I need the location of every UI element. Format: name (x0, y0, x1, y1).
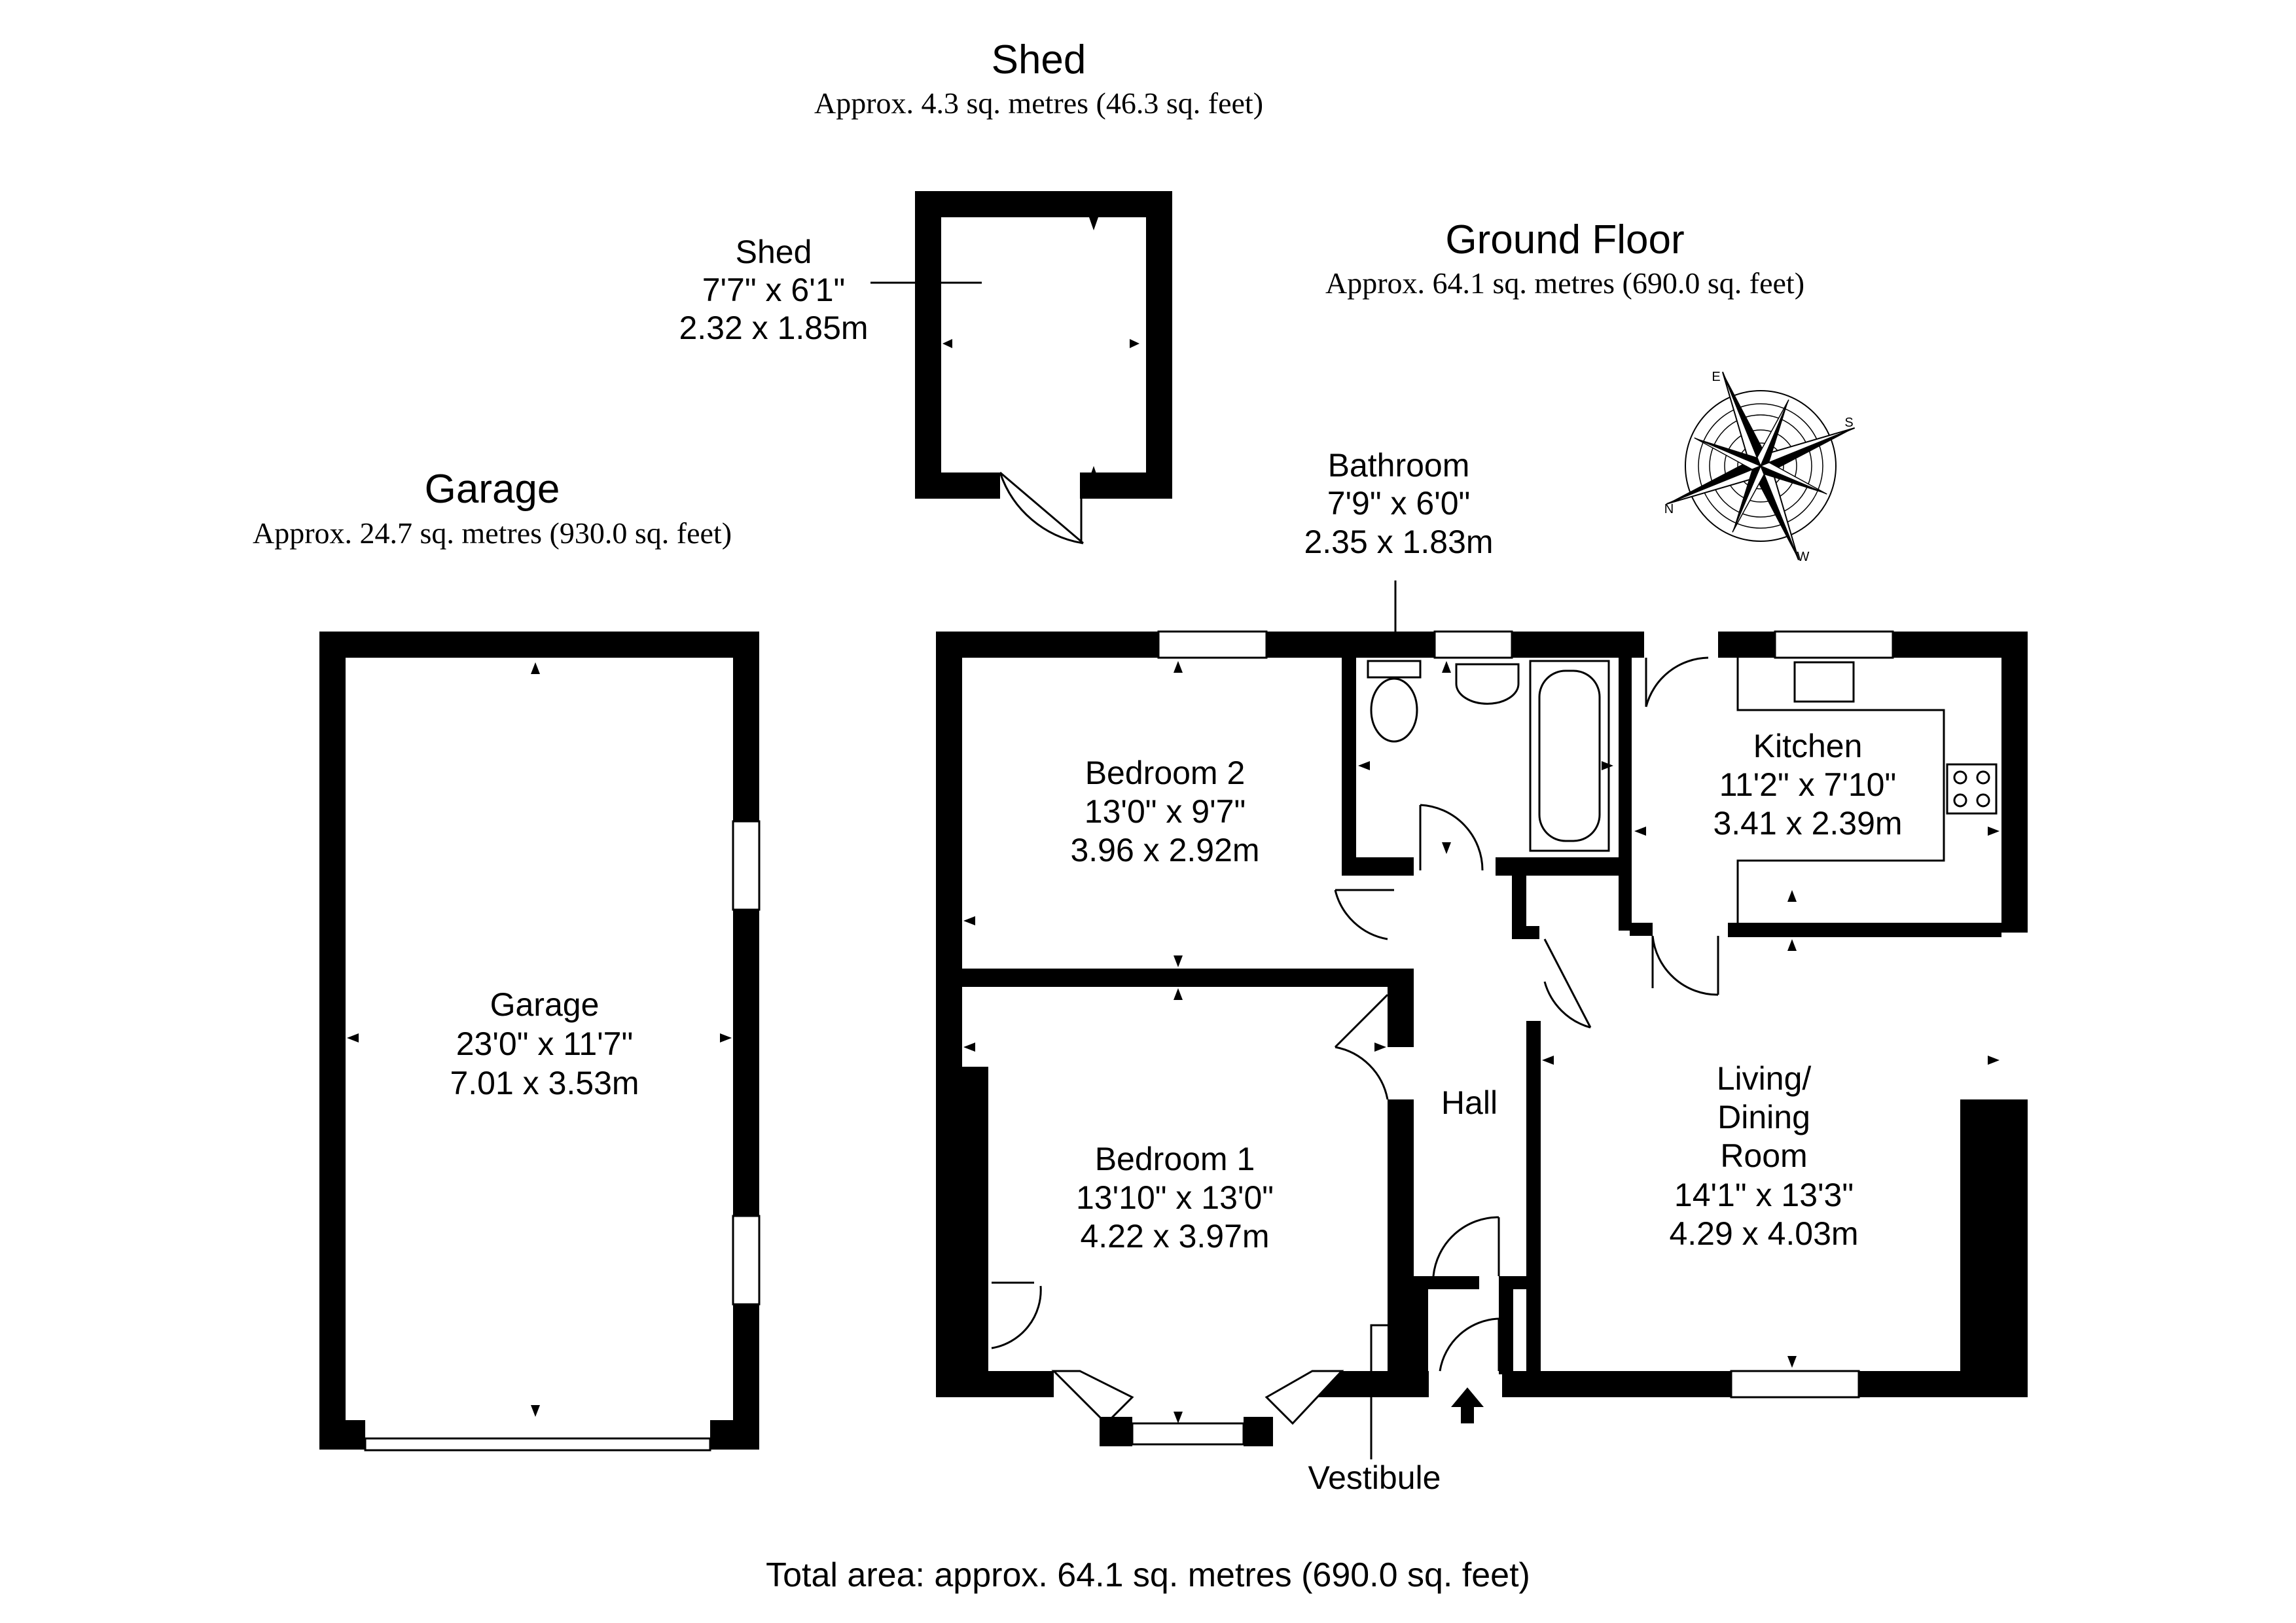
garage-room-name: Garage (490, 986, 600, 1023)
bedroom1-room-name: Bedroom 1 (1095, 1141, 1255, 1177)
bathroom-fixtures (1367, 660, 1610, 852)
garage-heading: Garage (425, 467, 560, 512)
bath-icon (1529, 660, 1610, 852)
garage-room-metric: 7.01 x 3.53m (450, 1065, 639, 1101)
ground-floor-heading: Ground Floor (1445, 217, 1684, 262)
house-structure (936, 630, 2028, 1446)
bay-window-left (1051, 1370, 1134, 1425)
bedroom1-room-metric: 4.22 x 3.97m (1080, 1218, 1269, 1255)
living-room-name-line3: Room (1720, 1137, 1807, 1174)
compass-rose-icon: E S W N (1664, 370, 1856, 564)
living-window (1730, 1370, 1860, 1399)
shed-heading: Shed (992, 37, 1086, 82)
garage-window-1 (732, 820, 761, 911)
living-room-imperial: 14'1" x 13'3" (1674, 1177, 1854, 1213)
shed-room-imperial: 7'7" x 6'1" (702, 272, 846, 308)
bedroom2-window (1157, 630, 1268, 659)
bedroom2-room-metric: 3.96 x 2.92m (1070, 832, 1259, 868)
sink-icon (1793, 661, 1855, 703)
kitchen-room-metric: 3.41 x 2.39m (1713, 805, 1902, 842)
entry-arrow-icon (1451, 1387, 1484, 1423)
living-room-name-line1: Living/ (1717, 1060, 1812, 1097)
vestibule-label-leader (1370, 1324, 1420, 1459)
bedroom1-room-imperial: 13'10" x 13'0" (1076, 1179, 1274, 1216)
garage-room-imperial: 23'0" x 11'7" (456, 1026, 634, 1062)
bathroom-room-metric: 2.35 x 1.83m (1304, 524, 1493, 560)
basin-icon (1455, 663, 1520, 705)
garage-door (364, 1437, 711, 1452)
front-door (1439, 1317, 1500, 1372)
shed-door (999, 471, 1084, 544)
kitchen-fixtures (1736, 658, 1998, 923)
bathroom-window (1433, 630, 1513, 659)
shed-structure (915, 191, 1172, 544)
garage-window-2 (732, 1215, 761, 1306)
dimension-markers (347, 217, 2000, 1423)
bathroom-room-imperial: 7'9" x 6'0" (1327, 485, 1471, 522)
compass-e: E (1712, 370, 1720, 384)
bedroom2-room-name: Bedroom 2 (1085, 755, 1246, 791)
hob-icon (1946, 763, 1998, 815)
hall-door (1432, 1216, 1500, 1277)
bedroom2-room-imperial: 13'0" x 9'7" (1085, 793, 1246, 830)
hall-room-name: Hall (1441, 1084, 1498, 1121)
bedroom2-door (1334, 889, 1394, 940)
doors (967, 656, 1719, 1372)
kitchen-window (1774, 630, 1894, 659)
bay-window-right (1265, 1370, 1344, 1425)
compass-s: S (1844, 416, 1853, 430)
compass-n: N (1664, 502, 1674, 516)
vestibule-room-name: Vestibule (1308, 1459, 1441, 1496)
kitchen-room-imperial: 11'2" x 7'10" (1719, 766, 1897, 803)
kitchen-living-door (1651, 935, 1719, 996)
kitchen-room-name: Kitchen (1753, 728, 1863, 764)
shed-room-metric: 2.32 x 1.85m (679, 310, 868, 346)
garage-structure (319, 632, 761, 1452)
bedroom1-door (1334, 993, 1389, 1100)
total-area: Total area: approx. 64.1 sq. metres (690… (766, 1556, 1530, 1594)
ground-floor-area: Approx. 64.1 sq. metres (690.0 sq. feet) (1325, 266, 1804, 300)
cupboard-bedroom1-door (991, 1281, 1042, 1349)
bay-window-centre (1131, 1422, 1245, 1446)
garage-area: Approx. 24.7 sq. metres (930.0 sq. feet) (253, 516, 732, 550)
cupboard-door (1543, 938, 1592, 1029)
kitchen-outer-door (1645, 656, 1709, 707)
shed-room-name: Shed (736, 234, 812, 270)
living-room-metric: 4.29 x 4.03m (1669, 1215, 1858, 1252)
toilet-cistern (1367, 660, 1422, 679)
toilet-icon (1370, 677, 1418, 743)
bathroom-room-name: Bathroom (1328, 447, 1470, 484)
living-room-name-line2: Dining (1717, 1099, 1810, 1135)
shed-area: Approx. 4.3 sq. metres (46.3 sq. feet) (814, 86, 1263, 120)
bathroom-door (1419, 804, 1484, 871)
compass-w: W (1797, 550, 1810, 564)
